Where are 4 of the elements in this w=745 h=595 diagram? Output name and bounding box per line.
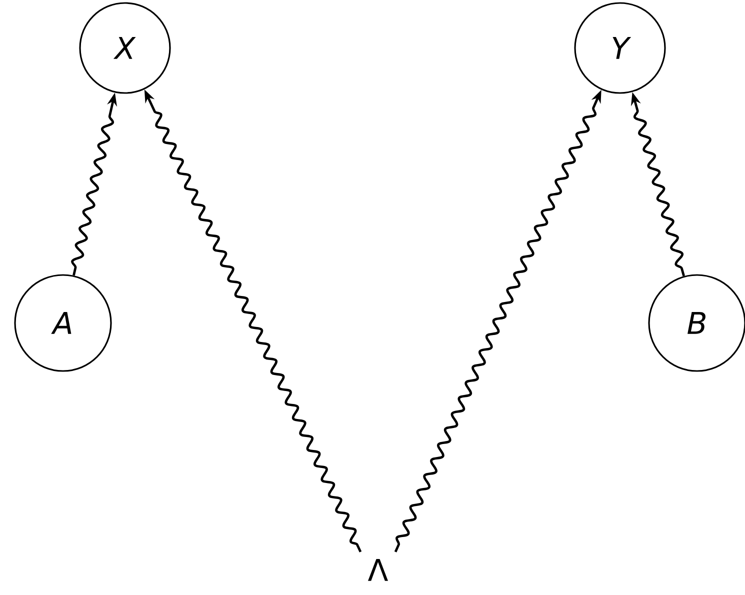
circle-node: X xyxy=(79,2,171,94)
circle-node: Y xyxy=(574,2,666,94)
node-label: Λ xyxy=(368,559,388,581)
circle-node: A xyxy=(14,274,112,372)
